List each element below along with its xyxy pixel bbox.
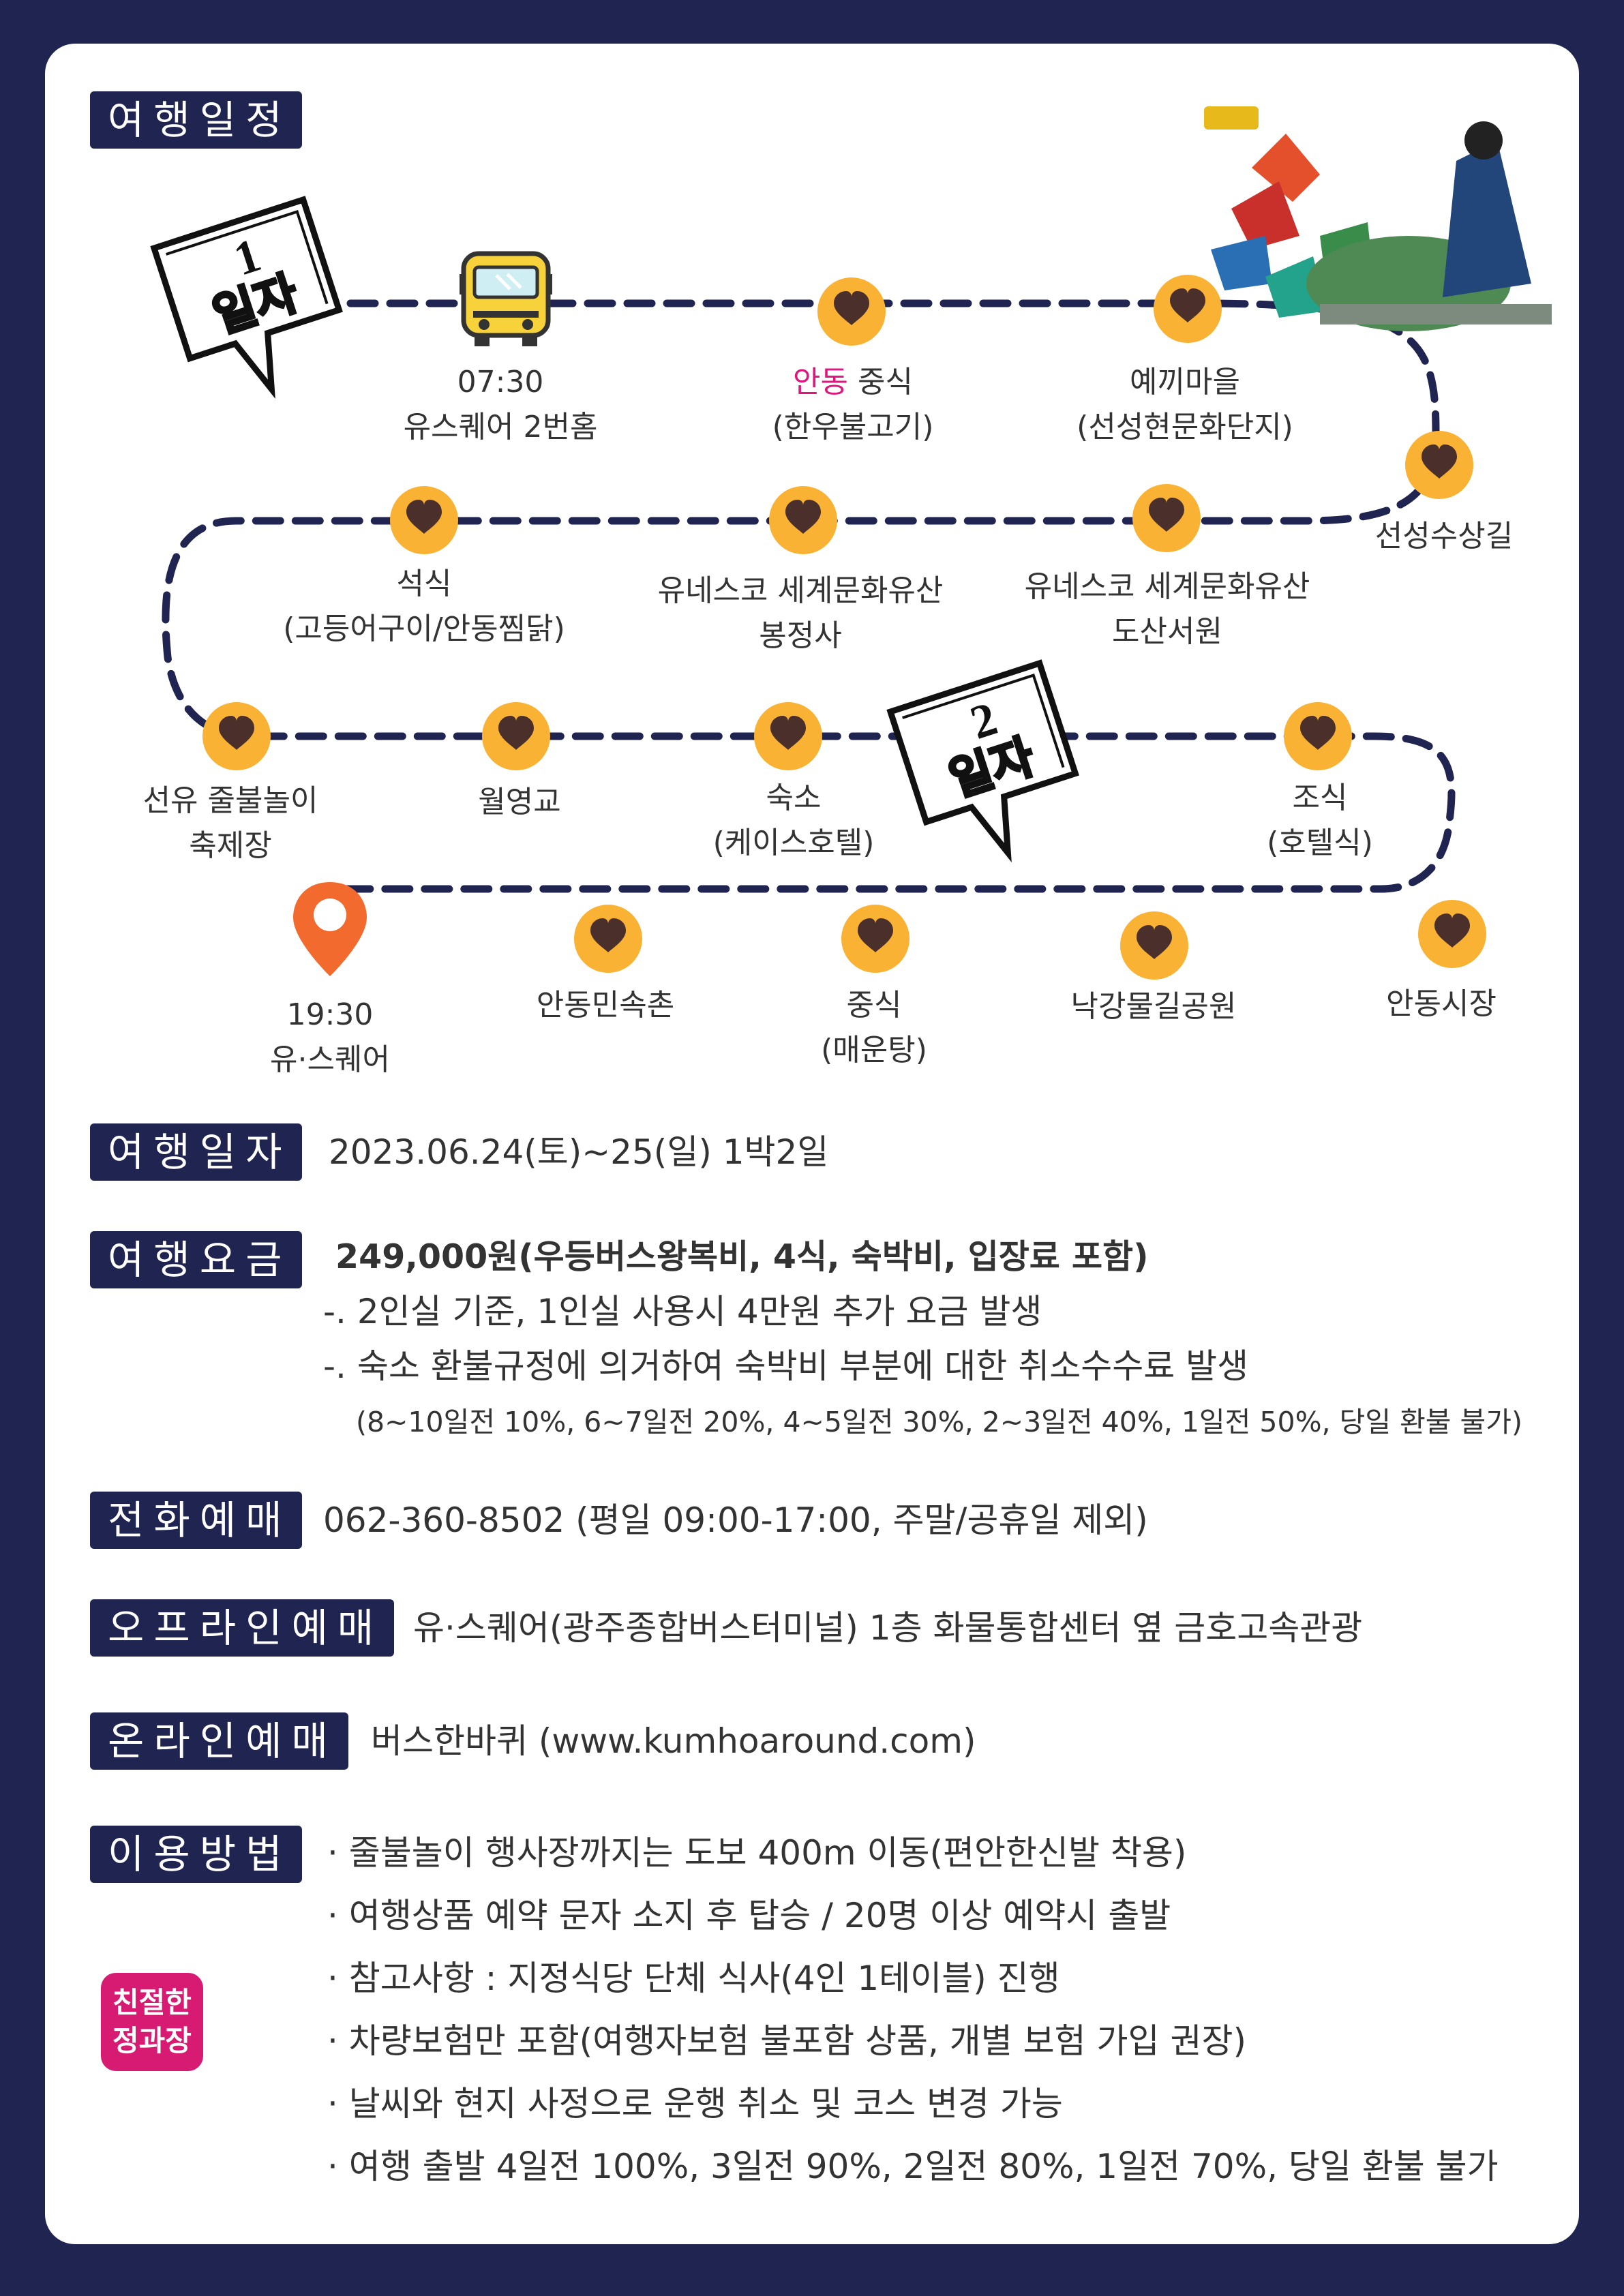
company-logo: 친절한 정과장	[101, 1973, 203, 2071]
stop-seonyu-name: 선유 줄불놀이	[142, 783, 318, 818]
stop-bongjeongsa: 유네스코 세계문화유산 봉정사	[658, 569, 944, 659]
stop-dinner: 석식 (고등어구이/안동찜닭)	[283, 562, 565, 652]
location-pin-icon	[293, 882, 367, 976]
usage-item-1: · 줄불놀이 행사장까지는 도보 400m 이동(편안한신발 착용)	[327, 1833, 1187, 1873]
stop-lunch2: 중식 (매운탕)	[821, 983, 927, 1073]
heart-icon	[482, 702, 550, 770]
heart-icon	[1132, 484, 1201, 552]
fee-note-1: -. 2인실 기준, 1인실 사용시 4만원 추가 요금 발생	[323, 1292, 1042, 1331]
logo-line-2: 정과장	[112, 2024, 192, 2057]
stop-depart-place: 유스퀘어 2번홈	[403, 410, 598, 444]
fee-main: 249,000원(우등버스왕복비, 4식, 숙박비, 입장료 포함)	[335, 1237, 1149, 1276]
offline-value: 유·스퀘어(광주종합버스터미널) 1층 화물통합센터 옆 금호고속관광	[413, 1608, 1363, 1648]
heart-icon	[574, 905, 642, 973]
section-online-tag: 온라인예매	[90, 1712, 348, 1770]
stop-lunch2-name: 중식	[846, 988, 902, 1023]
stop-dinner-menu: (고등어구이/안동찜닭)	[283, 611, 565, 646]
heart-icon	[754, 702, 822, 770]
stop-seonseong: 선성수상길	[1374, 519, 1514, 554]
heart-icon	[1120, 911, 1188, 980]
usage-item-6: · 여행 출발 4일전 100%, 3일전 90%, 2일전 80%, 1일전 …	[327, 2147, 1499, 2186]
day1-badge: 1 일자	[150, 196, 343, 399]
stop-hotel-name: 숙소	[766, 781, 822, 815]
heart-icon	[769, 486, 837, 554]
stop-hotel-sub: (케이스호텔)	[712, 826, 875, 860]
section-usage-tag: 이용방법	[90, 1826, 303, 1883]
usage-item-3: · 참고사항 : 지정식당 단체 식사(4인 1테이블) 진행	[327, 1959, 1060, 1998]
stop-bongjeongsa-name: 봉정사	[759, 618, 842, 653]
heart-icon	[202, 702, 271, 770]
landmark-sculpture-image	[1204, 106, 1552, 331]
stop-folk-village: 안동민속촌	[536, 988, 675, 1023]
section-itinerary-tag: 여행일정	[90, 91, 303, 149]
section-date-tag: 여행일자	[90, 1123, 303, 1181]
stop-seonyu-sub: 축제장	[189, 828, 272, 863]
stop-bongjeongsa-sub: 유네스코 세계문화유산	[657, 573, 944, 608]
online-value: 버스한바퀴 (www.kumhoaround.com)	[371, 1721, 976, 1761]
stop-market: 안동시장	[1386, 986, 1497, 1021]
stop-woryeonggyo: 월영교	[478, 785, 561, 819]
stop-dosan: 유네스코 세계문화유산 도산서원	[1025, 564, 1310, 654]
bus-icon	[460, 251, 552, 346]
stop-arrive-time: 19:30	[286, 997, 374, 1032]
stop-yekki-name: 예끼마을	[1130, 365, 1240, 399]
heart-icon	[1418, 900, 1486, 968]
heart-icon	[817, 277, 886, 346]
stop-breakfast-sub: (호텔식)	[1267, 826, 1373, 860]
logo-line-1: 친절한	[112, 1986, 192, 2019]
stop-lunch1: 안동 중식 (한우불고기)	[772, 360, 934, 450]
brochure-card: 1 일자 2 일자	[45, 44, 1579, 2244]
heart-icon	[1405, 431, 1473, 499]
stop-breakfast-name: 조식	[1292, 781, 1348, 815]
stop-breakfast: 조식 (호텔식)	[1267, 776, 1373, 866]
section-offline-tag: 오프라인예매	[90, 1599, 395, 1657]
route-dashed-line	[162, 299, 1456, 893]
stop-lunch1-menu: (한우불고기)	[772, 410, 934, 444]
section-fee-tag: 여행요금	[90, 1231, 303, 1288]
stop-lunch1-city: 안동	[793, 365, 849, 399]
stop-lunch1-meal: 중식	[848, 365, 913, 399]
stop-arrive: 19:30 유·스퀘어	[270, 993, 390, 1083]
stop-nakgang: 낙강물길공원	[1070, 989, 1237, 1024]
usage-item-5: · 날씨와 현지 사정으로 운행 취소 및 코스 변경 가능	[327, 2084, 1063, 2124]
phone-value: 062-360-8502 (평일 09:00-17:00, 주말/공휴일 제외)	[323, 1500, 1148, 1540]
stop-yekki: 예끼마을 (선성현문화단지)	[1077, 360, 1293, 450]
section-phone-tag: 전화예매	[90, 1492, 303, 1549]
heart-icon	[390, 486, 458, 554]
stop-dosan-sub: 유네스코 세계문화유산	[1024, 569, 1310, 604]
itinerary-route-map: 1 일자 2 일자	[150, 196, 1486, 980]
stop-arrive-place: 유·스퀘어	[270, 1042, 390, 1077]
stop-dinner-name: 석식	[396, 567, 452, 601]
stop-lunch2-menu: (매운탕)	[821, 1033, 927, 1068]
stop-depart: 07:30 유스퀘어 2번홈	[404, 360, 598, 450]
day2-badge: 2 일자	[886, 659, 1079, 862]
stop-lunch1-title: 안동 중식	[772, 360, 934, 405]
stop-dosan-name: 도산서원	[1112, 614, 1222, 649]
heart-icon	[1284, 702, 1352, 770]
stop-yekki-sub: (선성현문화단지)	[1077, 410, 1293, 444]
stop-depart-time: 07:30	[457, 365, 544, 399]
usage-item-2: · 여행상품 예약 문자 소지 후 탑승 / 20명 이상 예약시 출발	[327, 1896, 1171, 1935]
stop-seonyu: 선유 줄불놀이 축제장	[143, 779, 318, 868]
stop-hotel: 숙소 (케이스호텔)	[713, 776, 875, 866]
fee-note-2: -. 숙소 환불규정에 의거하여 숙박비 부분에 대한 취소수수료 발생	[323, 1346, 1249, 1386]
heart-icon	[841, 905, 909, 973]
usage-item-4: · 차량보험만 포함(여행자보험 불포함 상품, 개별 보험 가입 권장)	[327, 2021, 1246, 2061]
fee-note-3: (8~10일전 10%, 6~7일전 20%, 4~5일전 30%, 2~3일전…	[356, 1406, 1522, 1438]
day2-word: 일자	[943, 730, 1040, 808]
date-value: 2023.06.24(토)~25(일) 1박2일	[329, 1132, 829, 1172]
